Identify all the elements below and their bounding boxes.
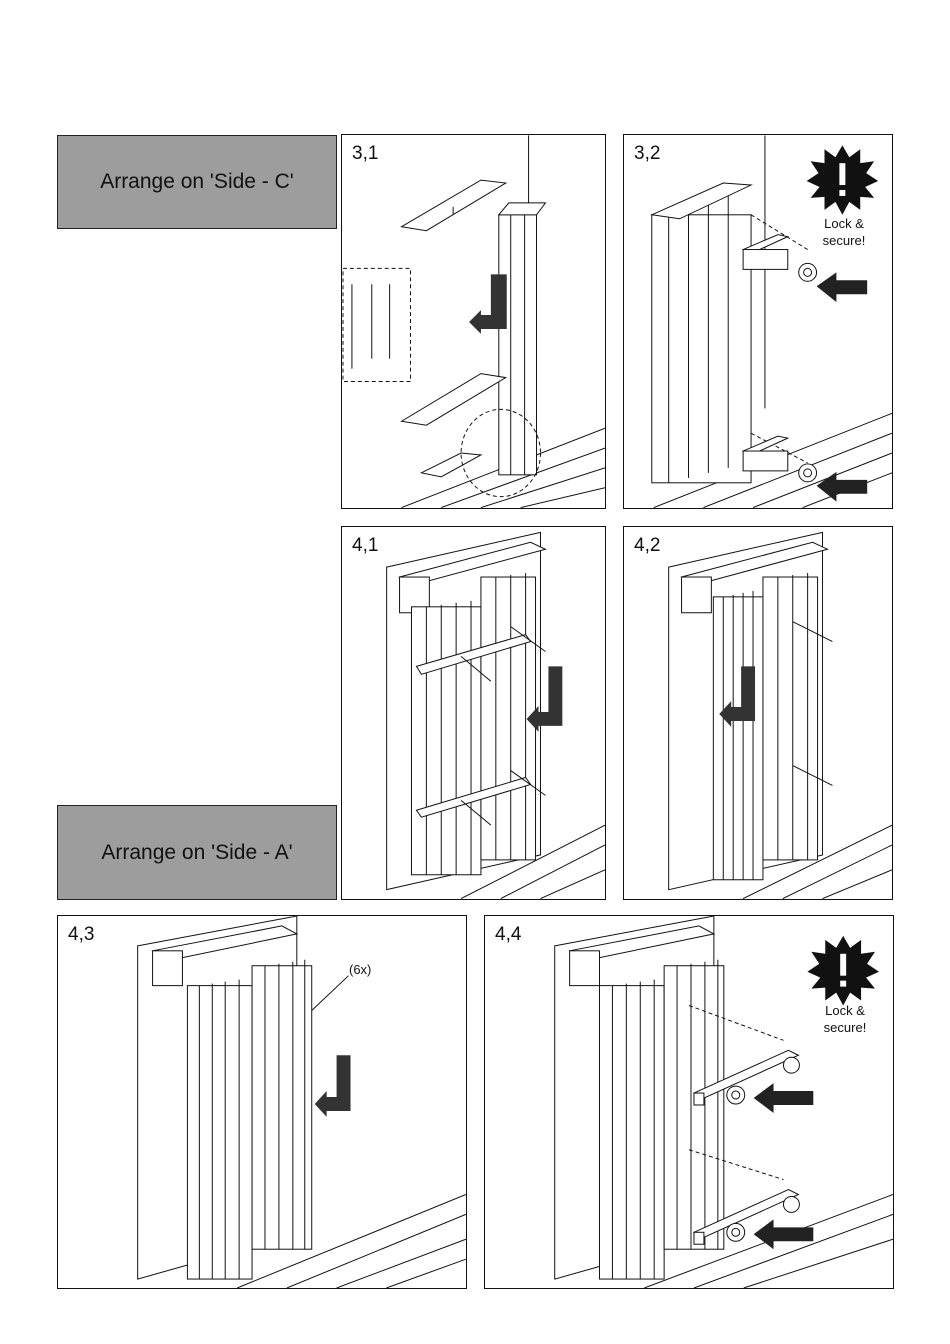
step-number: 4,4 xyxy=(495,924,521,946)
step-panel-4-3: 4,3 (6x) xyxy=(57,915,467,1289)
step-panel-4-4: 4,4 xyxy=(484,915,894,1289)
step-panel-3-2: 3,2 L xyxy=(623,134,893,509)
step-number: 4,2 xyxy=(634,535,660,557)
step-panel-4-1: 4,1 xyxy=(341,526,606,900)
step-4-3-illustration xyxy=(58,916,466,1288)
step-3-2-illustration xyxy=(624,135,892,508)
lock-secure-warning: Lock & secure! xyxy=(809,215,879,249)
warning-line-1: Lock & xyxy=(809,215,879,232)
step-panel-3-1: 3,1 xyxy=(341,134,606,509)
warning-line-1: Lock & xyxy=(810,1002,880,1019)
step-3-1-illustration xyxy=(342,135,605,508)
label-side-c: Arrange on 'Side - C' xyxy=(57,135,337,229)
step-4-4-illustration xyxy=(485,916,893,1288)
step-number: 4,3 xyxy=(68,924,94,946)
step-panel-4-2: 4,2 xyxy=(623,526,893,900)
warning-line-2: secure! xyxy=(809,232,879,249)
quantity-label: (6x) xyxy=(349,962,371,977)
lock-secure-warning: Lock & secure! xyxy=(810,1002,880,1036)
label-side-a-text: Arrange on 'Side - A' xyxy=(101,841,292,865)
step-number: 3,2 xyxy=(634,143,660,165)
warning-line-2: secure! xyxy=(810,1019,880,1036)
step-4-1-illustration xyxy=(342,527,605,899)
step-number: 3,1 xyxy=(352,143,378,165)
step-4-2-illustration xyxy=(624,527,892,899)
label-side-a: Arrange on 'Side - A' xyxy=(57,805,337,900)
label-side-c-text: Arrange on 'Side - C' xyxy=(100,170,294,194)
step-number: 4,1 xyxy=(352,535,378,557)
